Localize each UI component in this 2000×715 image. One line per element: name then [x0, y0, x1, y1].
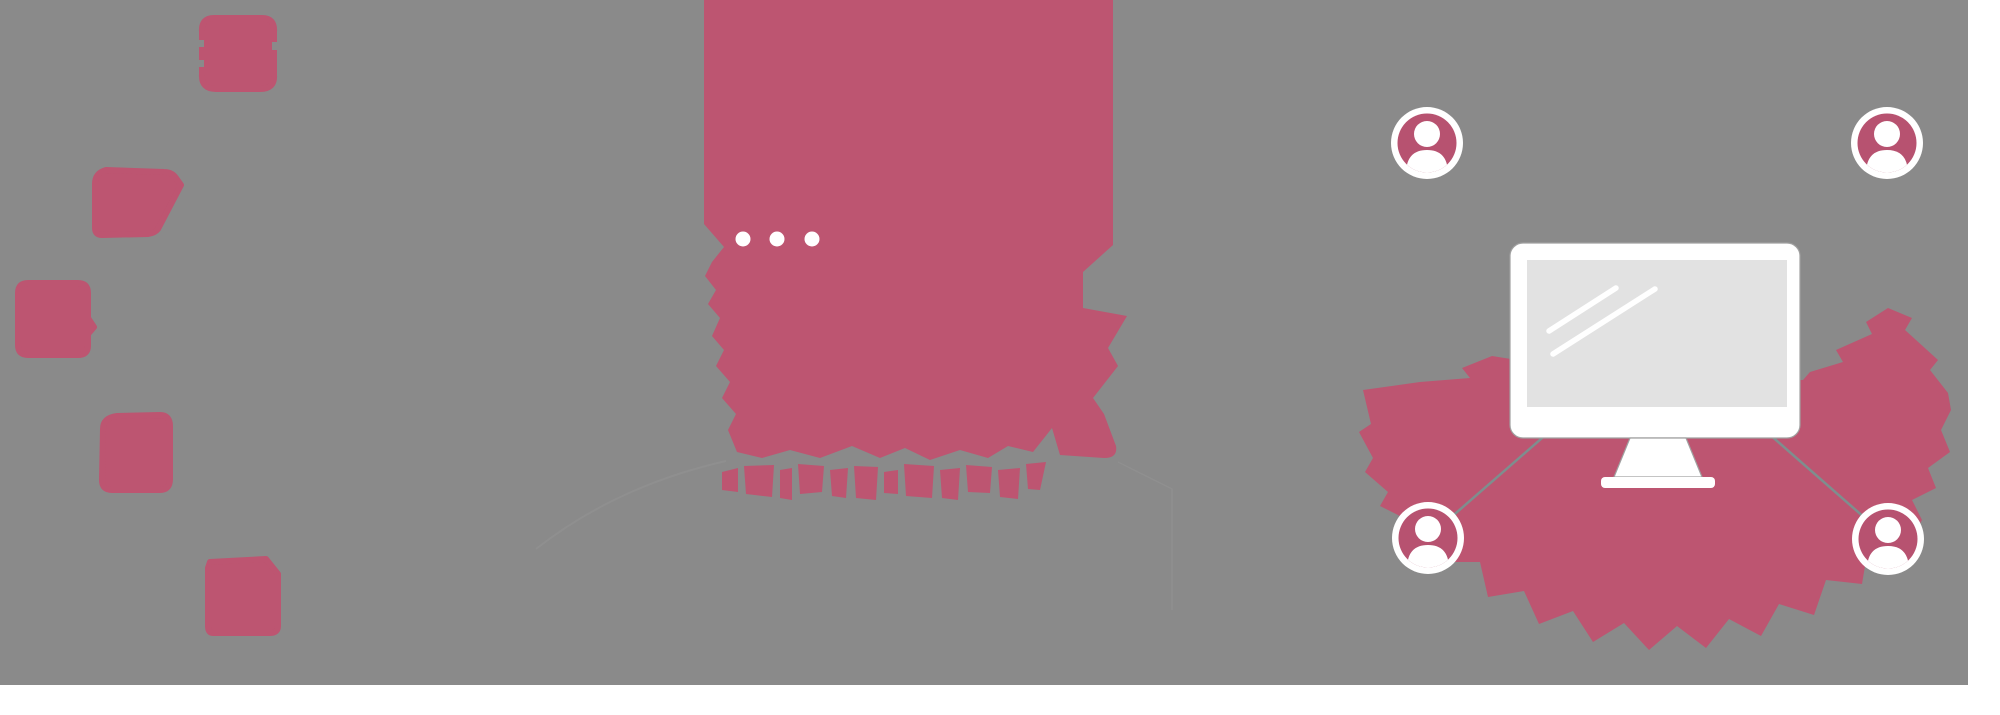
torn-browser-window-icon	[535, 0, 1173, 610]
scattered-blocks-icon	[15, 15, 281, 636]
block-3	[15, 280, 97, 358]
monitor-stand	[1613, 437, 1703, 478]
user-avatar-icon-bottom-left	[1392, 502, 1464, 574]
ghost-arc	[535, 460, 727, 550]
user-avatar-icon-top-left	[1391, 107, 1463, 179]
block-5	[205, 556, 281, 636]
browser-torn-body	[704, 0, 1127, 460]
block-1-torn-notches	[196, 40, 280, 67]
audience-group	[1359, 107, 1951, 650]
glare-line	[1550, 286, 1658, 357]
user-avatar-icon-top-right	[1851, 107, 1923, 179]
desktop-monitor-icon	[1509, 242, 1801, 488]
screen-glare-icon	[1546, 285, 1658, 357]
menu-dot	[804, 231, 820, 247]
block-1	[198, 15, 278, 92]
torn-text-line	[722, 462, 1046, 500]
ghost-edge	[1117, 461, 1173, 610]
hero-illustration	[0, 0, 1968, 685]
ghost-torn-edges	[535, 460, 1173, 610]
gray-art-canvas	[0, 0, 1968, 685]
monitor-screen	[1527, 260, 1787, 407]
monitor-base	[1601, 477, 1715, 488]
block-4	[99, 412, 173, 493]
ellipsis-dots-icon	[735, 231, 820, 247]
user-avatar-icon-bottom-right	[1852, 503, 1924, 575]
glare-line	[1546, 285, 1619, 334]
menu-dot	[769, 231, 785, 247]
menu-dot	[735, 231, 751, 247]
block-2	[92, 167, 184, 238]
